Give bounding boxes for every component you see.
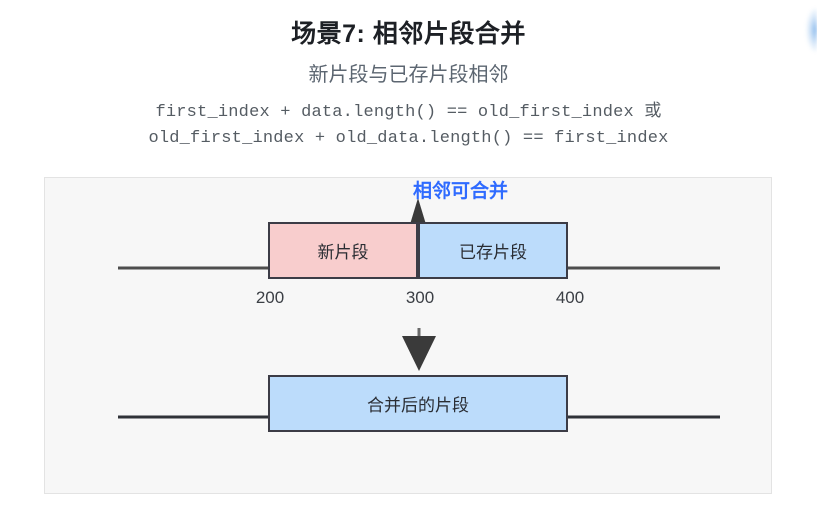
page-subtitle: 新片段与已存片段相邻 bbox=[308, 64, 509, 86]
segment-label-existing: 已存片段 bbox=[459, 243, 527, 262]
adjacency-annotation-label: 相邻可合并 bbox=[413, 181, 509, 202]
segment-box-new[interactable]: 新片段 bbox=[268, 222, 418, 279]
axis-tick-400: 400 bbox=[555, 288, 585, 307]
condition-code-block: first_index + data.length() == old_first… bbox=[0, 100, 817, 152]
code-line-1: first_index + data.length() == old_first… bbox=[155, 103, 662, 122]
segment-box-merged[interactable]: 合并后的片段 bbox=[268, 375, 568, 432]
page-title: 场景7: 相邻片段合并 bbox=[291, 20, 526, 48]
segment-label-new: 新片段 bbox=[317, 243, 369, 262]
segment-label-merged: 合并后的片段 bbox=[367, 396, 469, 415]
right-edge-highlight-artifact bbox=[806, 8, 817, 52]
code-line-2: old_first_index + old_data.length() == f… bbox=[148, 129, 669, 148]
segment-box-existing[interactable]: 已存片段 bbox=[418, 222, 568, 279]
axis-tick-200: 200 bbox=[255, 288, 285, 307]
axis-tick-300: 300 bbox=[405, 288, 435, 307]
